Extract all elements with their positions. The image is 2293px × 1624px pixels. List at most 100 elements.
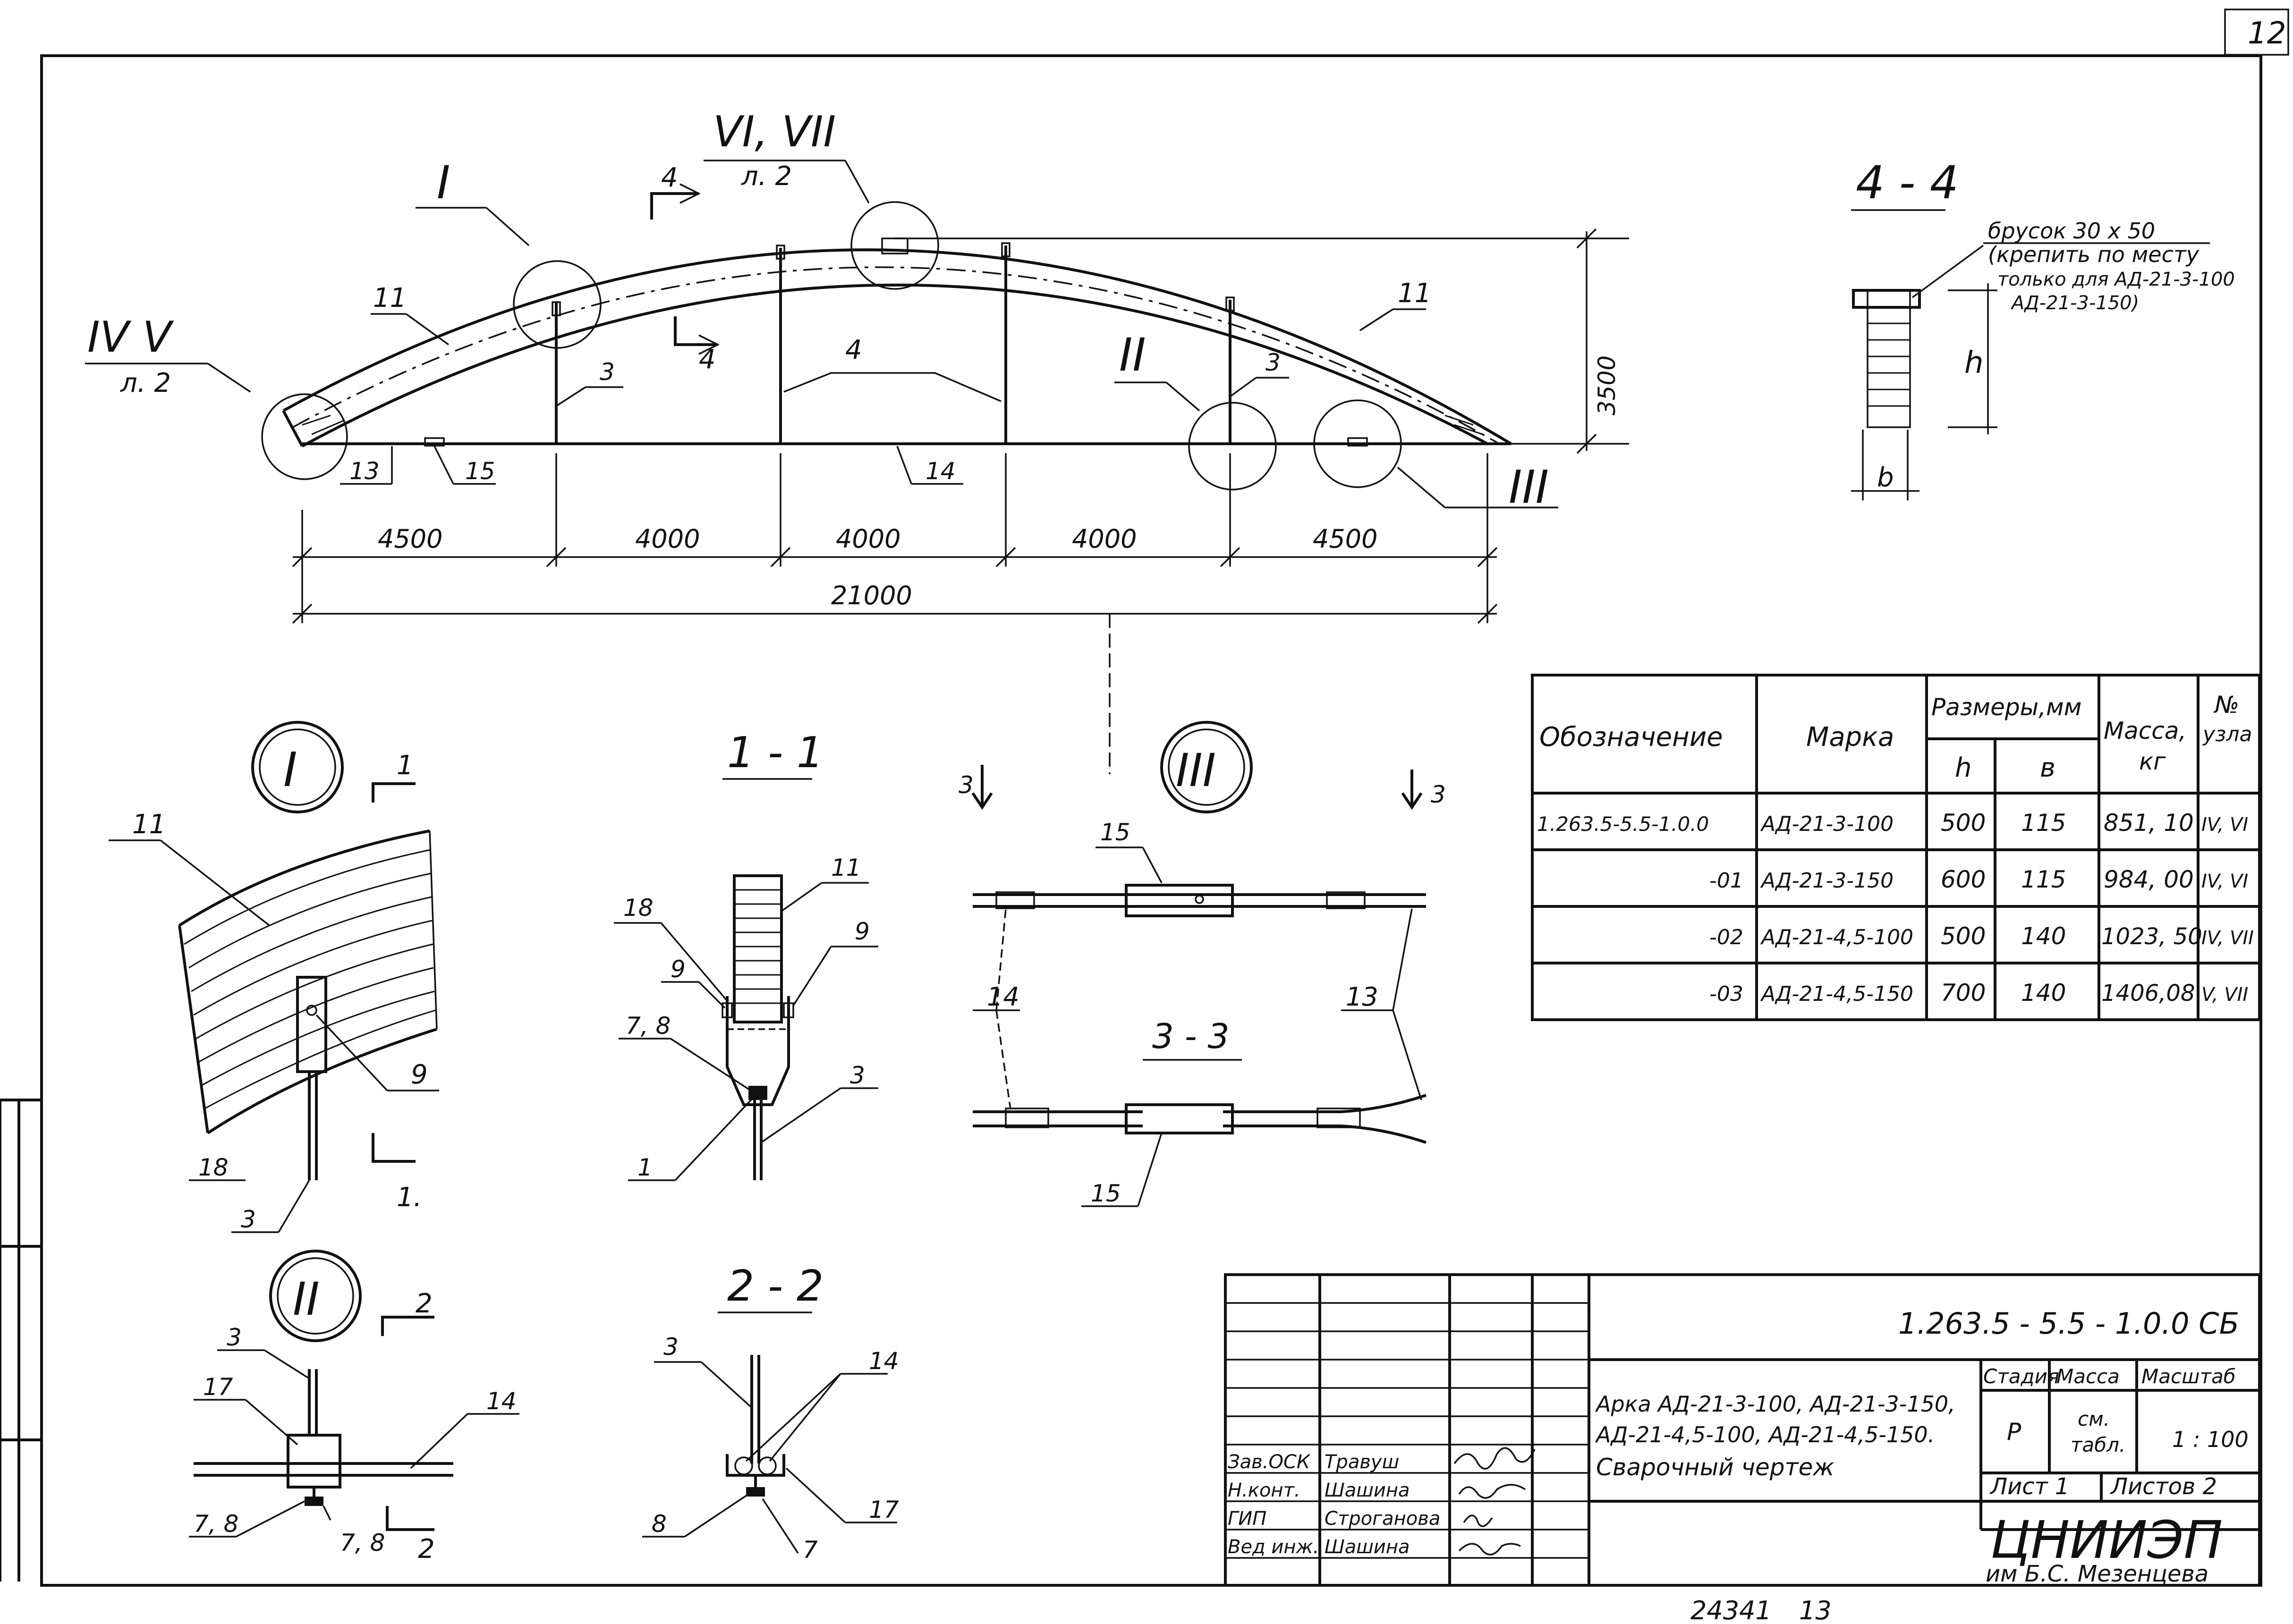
- table-row-1-mark: АД-21-3-100: [1760, 812, 1894, 836]
- detail-II-label-3: 3: [227, 1324, 242, 1351]
- staff-role-2: Н.конт.: [1228, 1480, 1300, 1501]
- table-header-mass-unit: кг: [2139, 748, 2166, 775]
- note-line-2: (крепить по месту: [1988, 242, 2200, 267]
- table-row-3-h: 500: [1941, 922, 1986, 950]
- section-2-2-label-17: 17: [869, 1496, 899, 1523]
- detail-II-label-17: 17: [203, 1373, 233, 1401]
- organization-sub: им Б.С. Мезенцева: [1986, 1561, 2208, 1587]
- node-circle-VI-VII: [850, 201, 939, 290]
- section-2-2: 2 - 2 3 14 8 7 17: [642, 1261, 899, 1564]
- detail-I: I 1 11 9 18 3 1.: [109, 721, 439, 1233]
- staff-name-2: Шашина: [1325, 1480, 1410, 1501]
- detail-II-label-78b: 7, 8: [340, 1529, 385, 1556]
- table-row-2-mark: АД-21-3-150: [1760, 869, 1894, 893]
- span-dim-3: 4000: [836, 524, 900, 554]
- stage-value: Р: [2007, 1418, 2021, 1446]
- table-row-3-mass: 1023, 50: [2101, 923, 2202, 950]
- height-dim: 3500: [1593, 355, 1621, 415]
- detail-I-fragment: 1.: [397, 1182, 422, 1213]
- section-1-1-label-18: 18: [623, 894, 654, 922]
- span-dim-2: 4000: [635, 524, 700, 554]
- node-ref-VI-VII: VI, VII: [713, 107, 836, 157]
- node-circle-III: [1313, 399, 1402, 488]
- pos-label-13: 13: [349, 457, 380, 485]
- detail-I-label-11: 11: [132, 809, 166, 840]
- detail-II-section-top: 2: [416, 1288, 433, 1319]
- section-2-2-label-14: 14: [869, 1347, 899, 1375]
- tie-coupler-left: [424, 437, 445, 447]
- description-line-3: Сварочный чертеж: [1596, 1454, 1834, 1481]
- node-ref-IV-V: IV V: [87, 313, 174, 362]
- detail-II-label-14: 14: [486, 1387, 517, 1415]
- scale-value: 1 : 100: [2172, 1427, 2249, 1452]
- staff-name-3: Строганова: [1325, 1508, 1440, 1530]
- description-line-2: АД-21-4,5-100, АД-21-4,5-150.: [1595, 1422, 1935, 1447]
- section-1-1-label-3: 3: [850, 1062, 865, 1089]
- detail-I-label-9: 9: [411, 1059, 428, 1090]
- table-header-designation: Обозначение: [1539, 722, 1723, 753]
- span-dim-5: 4500: [1313, 524, 1377, 554]
- section-1-1-label-9a: 9: [671, 956, 686, 983]
- section-1-1-label-1: 1: [637, 1154, 653, 1181]
- table-header-dimensions: Размеры,мм: [1931, 694, 2081, 721]
- note-line-3: только для АД-21-3-100: [1997, 269, 2235, 290]
- detail-I-section-mark: 1: [397, 750, 414, 781]
- detail-III-label-14: 14: [987, 982, 1019, 1012]
- table-row-4-b: 140: [2021, 979, 2066, 1007]
- span-dim-4: 4000: [1072, 524, 1137, 554]
- table-header-node2: узла: [2202, 722, 2252, 746]
- marks-table: Обозначение Марка Размеры,мм h в Масса, …: [1531, 674, 2261, 1021]
- table-row-2-h: 600: [1941, 866, 1986, 893]
- table-row-2-mass: 984, 00: [2104, 866, 2194, 893]
- description-line-1: Арка АД-21-3-100, АД-21-3-150,: [1595, 1391, 1955, 1417]
- table-row-2-b: 115: [2021, 866, 2066, 893]
- detail-III: III 3 3 15 14 13 3 - 3 15: [959, 721, 1446, 1207]
- staff-name-4: Шашина: [1325, 1536, 1410, 1558]
- inventory-number: 24341: [1690, 1596, 1772, 1624]
- node-ref-III: III: [1509, 461, 1549, 514]
- pos-label-3b: 3: [1265, 349, 1281, 376]
- stage-header: Стадия: [1983, 1365, 2059, 1388]
- node-circle-II: [1188, 402, 1277, 491]
- detail-III-section-left: 3: [959, 771, 974, 799]
- section-1-1-label-9b: 9: [855, 918, 870, 945]
- pos-label-11b: 11: [1398, 278, 1431, 309]
- table-row-2-designation: -01: [1709, 869, 1743, 893]
- mass-value-2: табл.: [2071, 1433, 2125, 1456]
- table-row-1-nodes: IV, VI: [2201, 814, 2248, 836]
- section-1-1-label-11: 11: [831, 854, 861, 881]
- section-2-2-title: 2 - 2: [727, 1261, 824, 1311]
- detail-III-label-13: 13: [1346, 982, 1378, 1012]
- section-mark-4a: 4: [661, 162, 678, 193]
- table-row-2-nodes: IV, VI: [2201, 871, 2248, 892]
- pos-label-3a: 3: [600, 358, 615, 386]
- table-row-4-designation: -03: [1709, 982, 1743, 1006]
- staff-role-4: Вед инж.: [1228, 1536, 1319, 1558]
- mass-header: Масса: [2056, 1365, 2120, 1388]
- section-2-2-label-7: 7: [803, 1536, 818, 1564]
- scale-header: Масштаб: [2141, 1365, 2236, 1388]
- detail-III-label-15b: 15: [1091, 1180, 1121, 1207]
- page-number: 12: [2248, 16, 2286, 51]
- signature: [1463, 1514, 1493, 1527]
- arch-outer-edge: [282, 248, 1512, 445]
- detail-II-label-78a: 7, 8: [194, 1510, 238, 1538]
- node-ref-IV-V-sheet: л. 2: [120, 368, 171, 398]
- total-span-dim: 21000: [831, 581, 912, 610]
- table-row-1-b: 115: [2021, 809, 2066, 837]
- detail-III-title: III: [1176, 744, 1216, 797]
- detail-III-label-15a: 15: [1100, 819, 1130, 846]
- footer-number: 13: [1799, 1596, 1832, 1624]
- pos-label-15: 15: [465, 457, 495, 485]
- span-dim-1: 4500: [378, 524, 442, 554]
- note-line-4: АД-21-3-150): [2010, 292, 2139, 314]
- tie-coupler-right: [1347, 437, 1368, 447]
- page-number-box: [2224, 8, 2289, 56]
- section-mark-4b: 4: [699, 344, 716, 375]
- organization: ЦНИИЭП: [1990, 1510, 2223, 1570]
- table-row-4-nodes: V, VII: [2201, 984, 2248, 1006]
- table-header-node: №: [2213, 691, 2239, 719]
- node-circle-I: [513, 260, 602, 349]
- detail-III-subtitle: 3 - 3: [1152, 1016, 1229, 1056]
